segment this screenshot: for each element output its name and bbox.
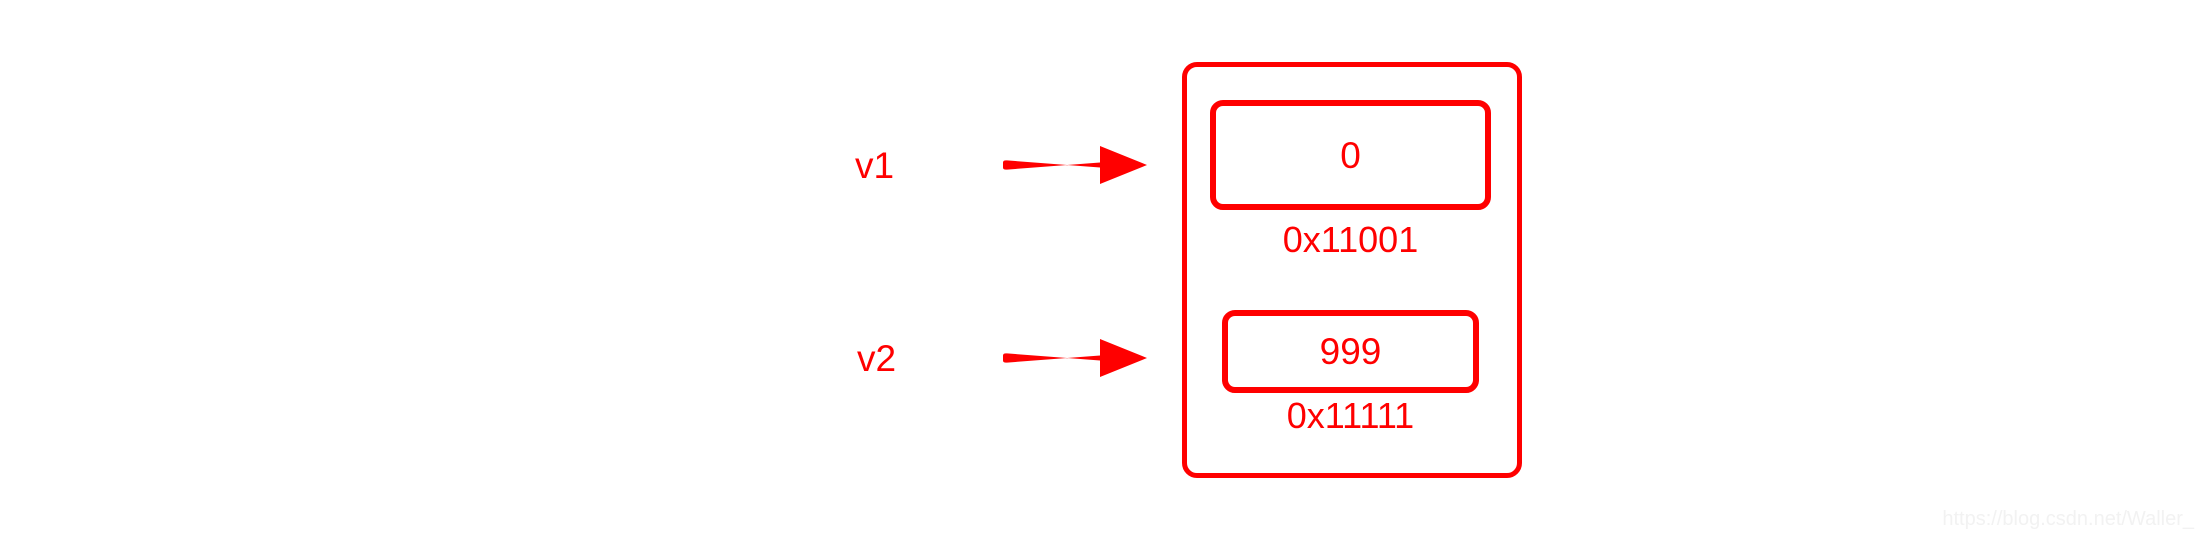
watermark: https://blog.csdn.net/Waller_	[1942, 508, 2194, 530]
memory-cell-0-value: 0	[1340, 134, 1361, 176]
memory-cell-0: 0	[1210, 100, 1491, 210]
memory-cell-1: 999	[1222, 310, 1479, 393]
memory-cell-1-address: 0x11111	[1286, 395, 1415, 436]
memory-cell-0-address: 0x11001	[1282, 219, 1419, 260]
memory-cell-1-value: 999	[1319, 331, 1382, 372]
arrow-right-icon-v2	[1003, 339, 1147, 377]
pointer-label-v2: v2	[857, 338, 897, 379]
pointer-label-v1: v1	[855, 145, 895, 186]
arrow-right-icon-v1	[1003, 146, 1147, 184]
memory-block-container	[1182, 62, 1522, 478]
